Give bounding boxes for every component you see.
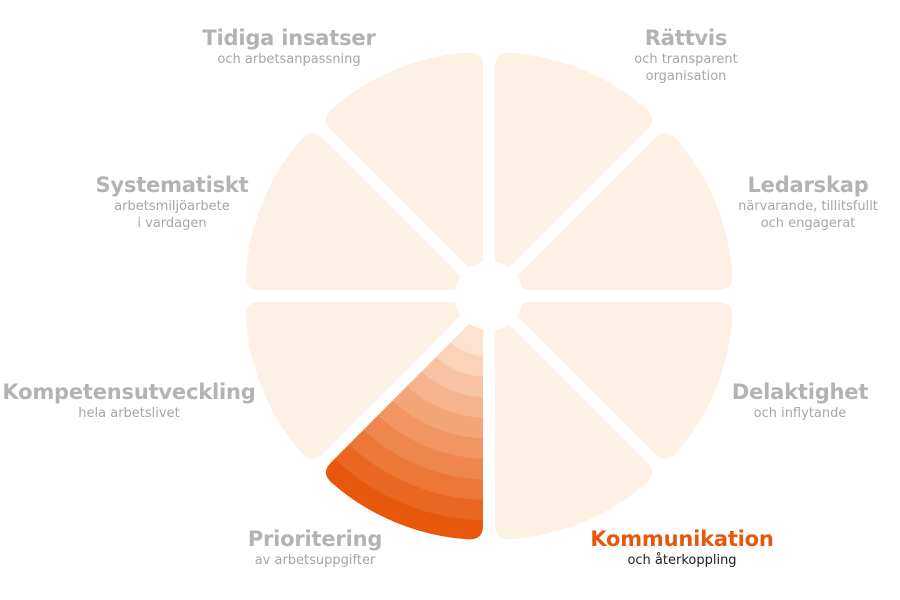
- wheel-segment-delak: [495, 324, 653, 540]
- label-ledarskap: Ledarskap närvarande, tillitsfullt och e…: [708, 173, 900, 232]
- active-gradient-ring: [408, 324, 483, 377]
- label-tidiga-insatser: Tidiga insatser och arbetsanpassning: [189, 26, 389, 68]
- active-gradient-ring: [428, 324, 483, 357]
- active-gradient-ring: [367, 324, 483, 418]
- active-gradient-ring: [326, 324, 483, 459]
- wheel-segment-system: [325, 52, 483, 268]
- segment-subtitle: organisation: [645, 69, 727, 84]
- segment-title: Systematiskt: [95, 173, 249, 197]
- segment-title: Kommunikation: [590, 527, 774, 551]
- segment-title: Kompetensutveckling: [2, 380, 256, 404]
- label-delaktighet: Delaktighet och inflytande: [700, 380, 900, 422]
- wheel-segment-ledar: [517, 302, 733, 460]
- segment-title: Tidiga insatser: [202, 26, 376, 50]
- active-gradient-ring: [325, 324, 483, 480]
- label-kommunikation: Kommunikation och återkoppling: [582, 527, 782, 569]
- segment-subtitle: närvarande, tillitsfullt: [738, 199, 878, 214]
- segment-subtitle: arbetsmiljöarbete: [114, 199, 230, 214]
- label-prioritering: Prioritering av arbetsuppgifter: [215, 527, 415, 569]
- segment-subtitle: och arbetsanpassning: [217, 52, 361, 67]
- wheel-segment-prior: [245, 302, 461, 460]
- active-gradient-ring: [325, 324, 483, 540]
- segment-title: Prioritering: [247, 527, 383, 551]
- active-gradient-ring: [346, 324, 483, 439]
- active-gradient-ring: [325, 324, 483, 521]
- wheel-segment-kompet: [245, 132, 461, 290]
- active-gradient-ring: [325, 324, 483, 500]
- label-systematiskt: Systematiskt arbetsmiljöarbete i vardage…: [72, 173, 272, 232]
- wheel-segment-tidiga: [495, 52, 653, 268]
- segment-subtitle: och engagerat: [760, 216, 856, 231]
- segment-subtitle: och inflytande: [753, 406, 847, 421]
- segment-subtitle: och återkoppling: [627, 553, 737, 568]
- segment-title: Ledarskap: [747, 173, 869, 197]
- wheel-segment-rattvis: [517, 132, 733, 290]
- label-kompetensutveckling: Kompetensutveckling hela arbetslivet: [0, 380, 258, 422]
- segment-title: Delaktighet: [731, 380, 869, 404]
- segment-subtitle: av arbetsuppgifter: [254, 553, 376, 568]
- label-rattvis: Rättvis och transparent organisation: [586, 26, 786, 85]
- segment-title: Rättvis: [644, 26, 728, 50]
- active-gradient-ring: [387, 324, 483, 398]
- segment-subtitle: och transparent: [634, 52, 738, 67]
- segment-subtitle: hela arbetslivet: [78, 406, 180, 421]
- segment-subtitle: i vardagen: [137, 216, 207, 231]
